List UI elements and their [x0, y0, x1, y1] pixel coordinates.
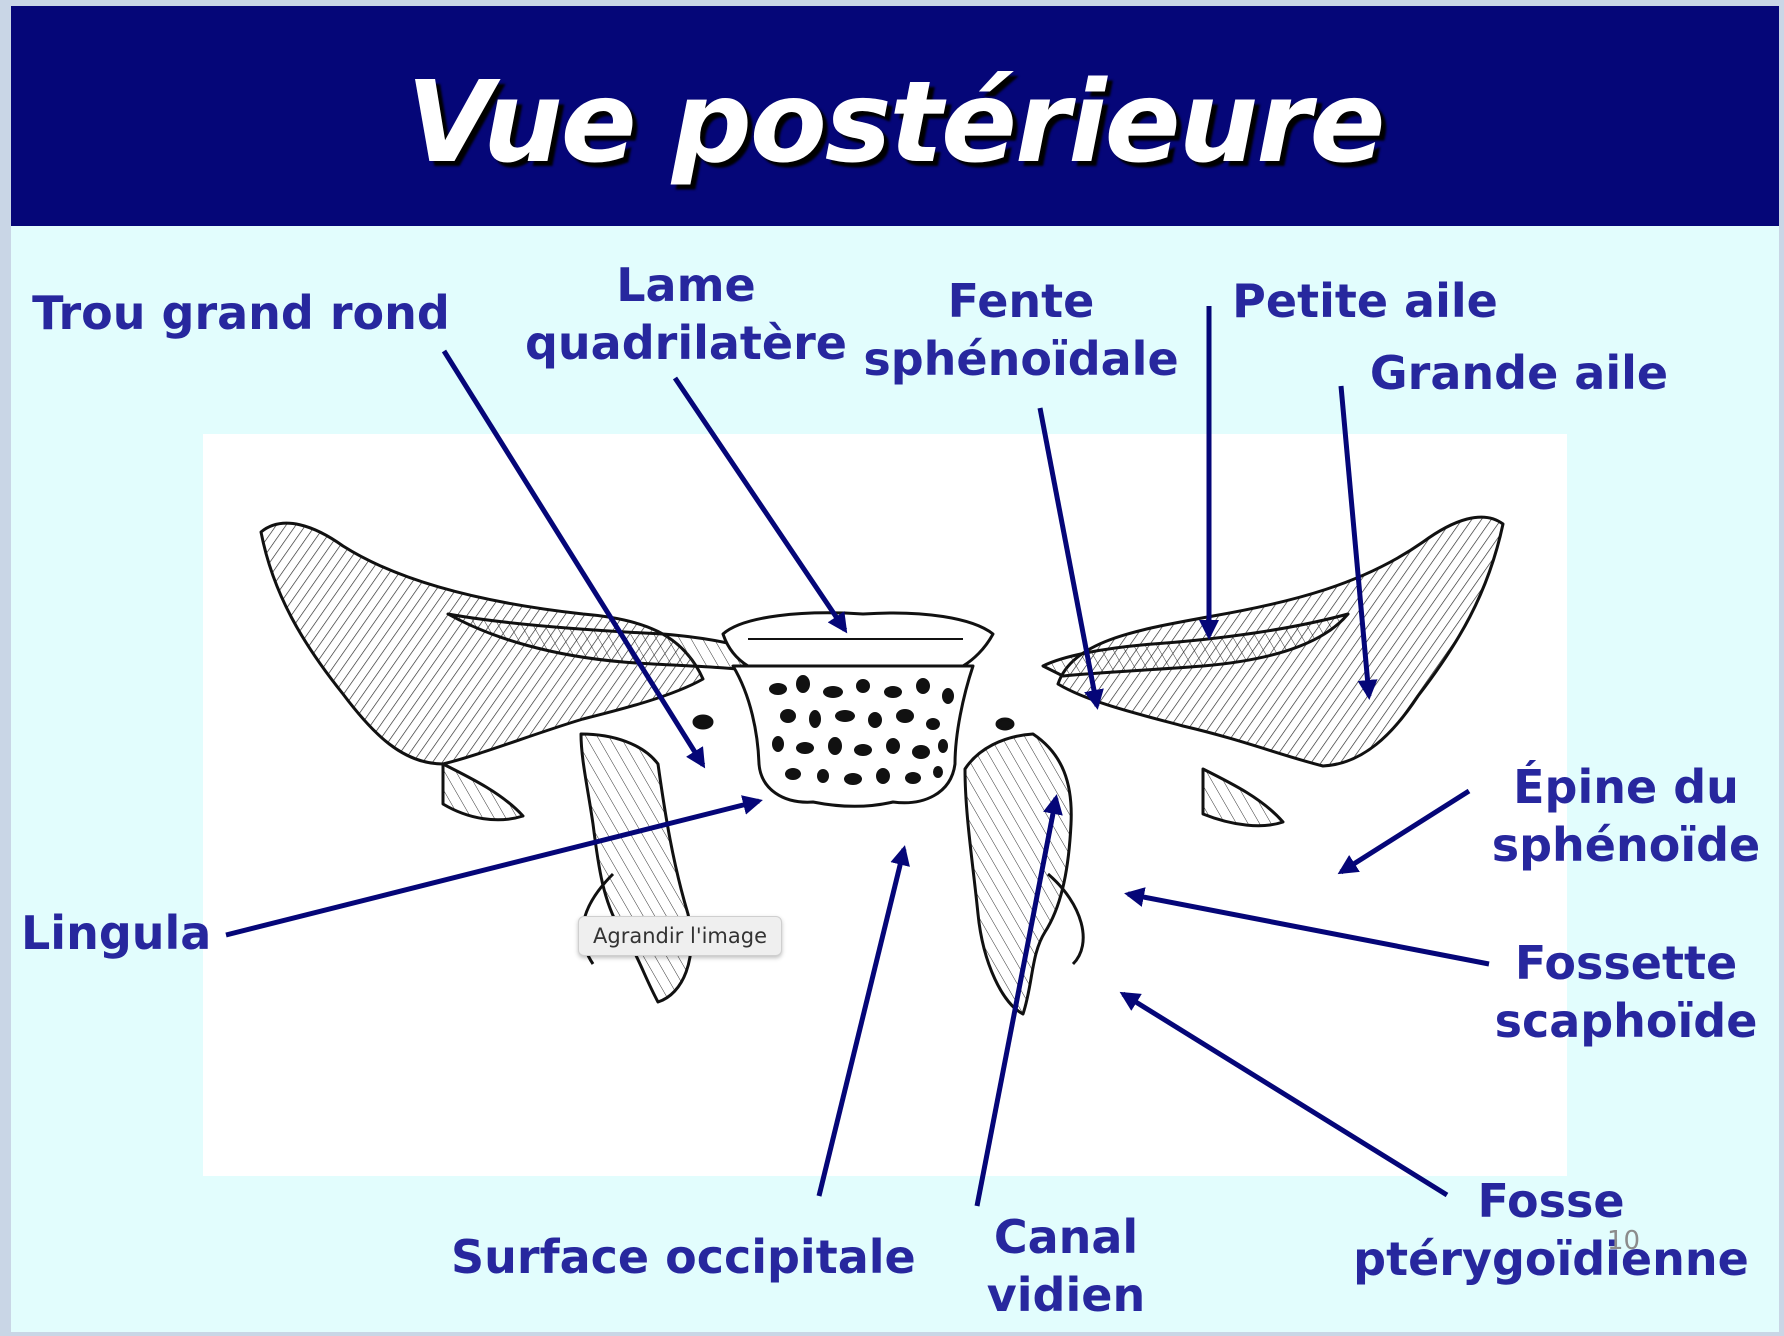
arrow-icon [1338, 385, 1378, 700]
arrow-icon [1337, 788, 1471, 875]
slide: Vue postérieure [11, 6, 1779, 1332]
enlarge-image-tooltip[interactable]: Agrandir l'image [578, 916, 782, 956]
left-greater-wing [259, 521, 705, 766]
label-canal-vidien: Canal vidien [986, 1210, 1146, 1322]
slide-title: Vue postérieure [406, 58, 1385, 188]
arrow-icon [816, 845, 910, 1197]
arrow-icon [441, 349, 706, 769]
foramen-rotundum [692, 714, 714, 730]
arrow-icon [1119, 991, 1449, 1198]
right-lesser-wing [1041, 612, 1350, 678]
arrow-icon [974, 794, 1063, 1207]
arrow-icon [1124, 887, 1490, 967]
label-epine-sphenoide: Épine du sphénoïde [1491, 760, 1761, 872]
vidian-canal [995, 717, 1015, 731]
label-trou-grand-rond: Trou grand rond [32, 286, 450, 340]
sphenoid-bone-drawing [259, 515, 1505, 1016]
label-fosse-pterygoidienne: Fosse ptérygoïdienne [1353, 1174, 1749, 1286]
right-spine [1201, 767, 1285, 828]
title-bar: Vue postérieure [11, 6, 1779, 226]
label-surface-occipitale: Surface occipitale [451, 1230, 916, 1284]
arrow-icon [1037, 407, 1104, 710]
label-lingula: Lingula [21, 906, 212, 960]
label-lame-quadrilatere: Lame quadrilatère [525, 258, 847, 370]
left-spine [441, 762, 525, 822]
label-fente-sphenoidale: Fente sphénoïdale [863, 274, 1179, 386]
arrow-icon [225, 795, 763, 938]
label-grande-aile: Grande aile [1369, 346, 1669, 400]
figure-panel[interactable] [203, 434, 1567, 1176]
arrow-icon [672, 376, 848, 634]
label-fossette-scaphoide: Fossette scaphoïde [1494, 936, 1758, 1048]
label-petite-aile: Petite aile [1232, 274, 1498, 328]
page-number: 10 [1607, 1226, 1641, 1256]
spongy-bone-texture [769, 675, 954, 785]
annotation-arrows [225, 306, 1490, 1207]
